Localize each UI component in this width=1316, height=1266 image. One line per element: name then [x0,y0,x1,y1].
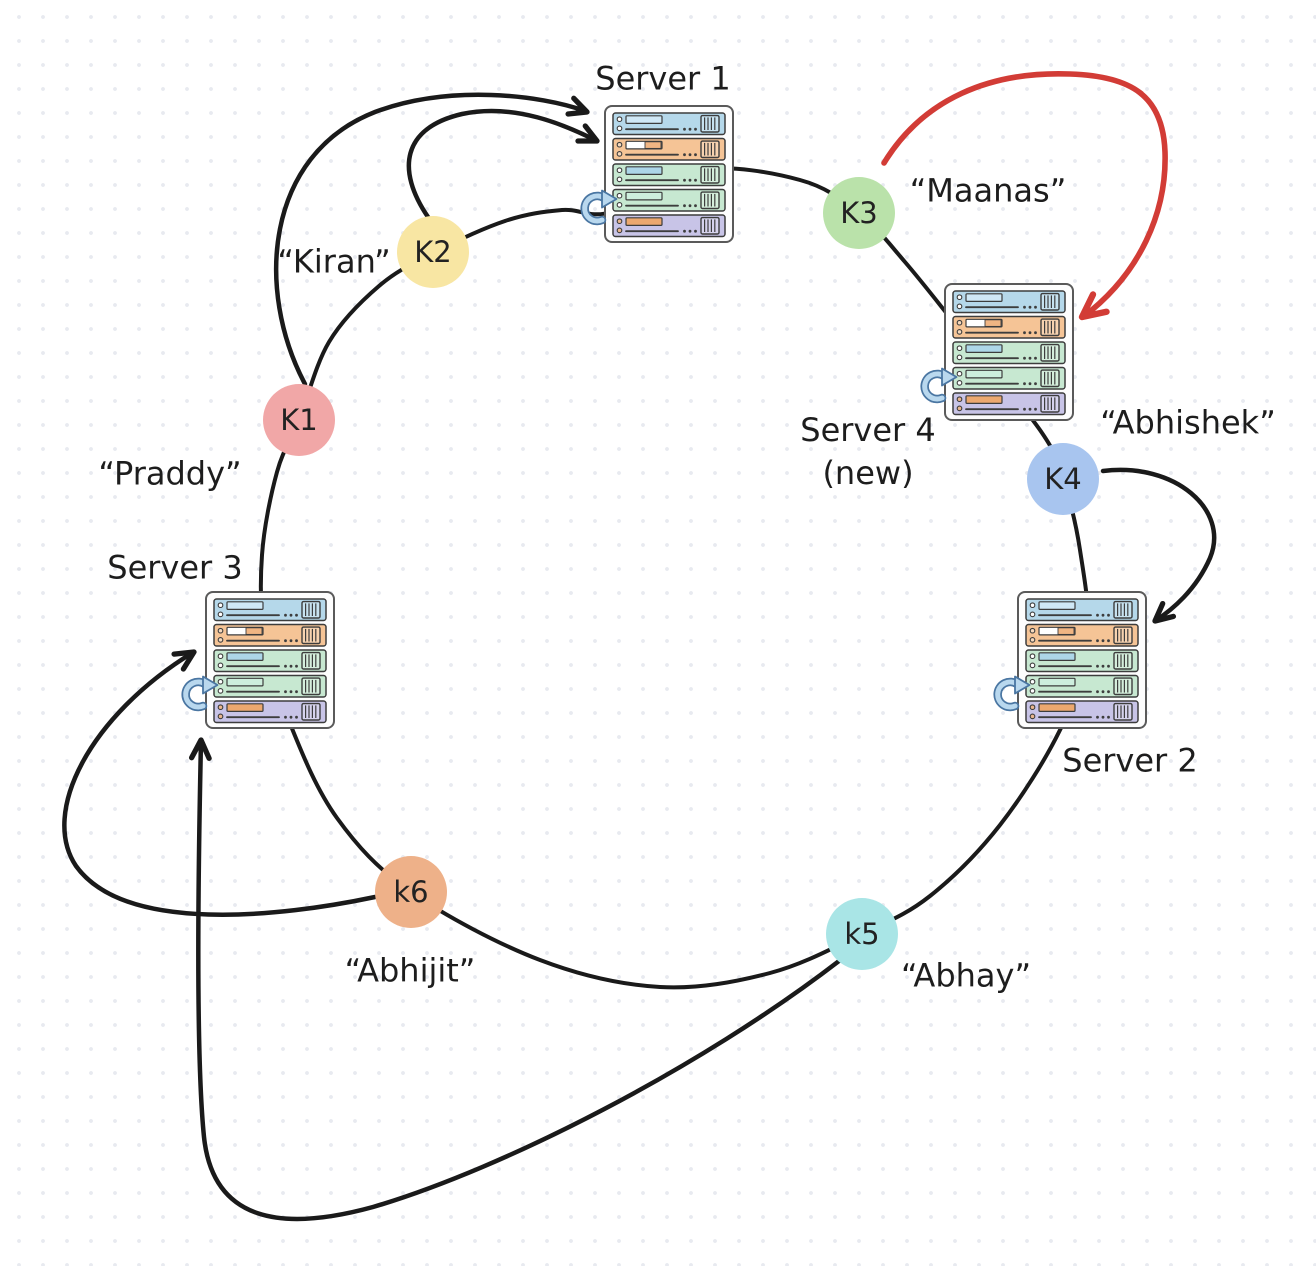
key-value-praddy: “Praddy” [98,454,242,493]
server-icon [988,591,1148,729]
mapping-arrow-k5-to-server-3 [188,737,842,1222]
server-icon [176,591,336,729]
remap-arrow-k3-to-server-4 [881,71,1168,321]
key-node-k3: K3 [823,177,895,249]
server-icon [575,105,735,243]
server-4-label-line2: (new) [822,454,914,492]
mapping-arrow-k4-to-server-2 [1100,467,1217,624]
key-value-maanas: “Maanas” [909,171,1067,210]
mapping-arrow-k1-to-server-1 [273,92,590,387]
key-node-k4: K4 [1027,443,1099,515]
key-node-k6: k6 [375,856,447,928]
key-label-k4: K4 [1044,462,1082,496]
key-node-k1: K1 [263,384,335,456]
key-label-k3: K3 [840,196,878,230]
server-4-label: Server 4 (new) [800,409,935,495]
key-node-k5: k5 [826,898,898,970]
server-node-4 [915,283,1075,425]
server-4-label-line1: Server 4 [800,410,936,449]
server-3-label: Server 3 [107,548,243,587]
server-node-3 [176,591,336,733]
key-node-k2: K2 [397,216,469,288]
mapping-arrow-k6-to-server-3 [62,649,378,917]
key-label-k6: k6 [393,875,429,909]
key-label-k2: K2 [414,235,452,269]
key-value-kiran: “Kiran” [277,242,391,281]
server-1-label: Server 1 [595,59,731,98]
key-value-abhijit: “Abhijit” [344,951,476,990]
key-label-k1: K1 [280,403,318,437]
server-icon [915,283,1075,421]
key-value-abhishek: “Abhishek” [1100,403,1276,442]
server-node-1 [575,105,735,247]
server-2-label: Server 2 [1062,741,1198,780]
server-node-2 [988,591,1148,733]
key-value-abhay: “Abhay” [900,956,1032,995]
key-label-k5: k5 [844,917,880,951]
mapping-arrow-k2-to-server-1 [406,108,600,220]
